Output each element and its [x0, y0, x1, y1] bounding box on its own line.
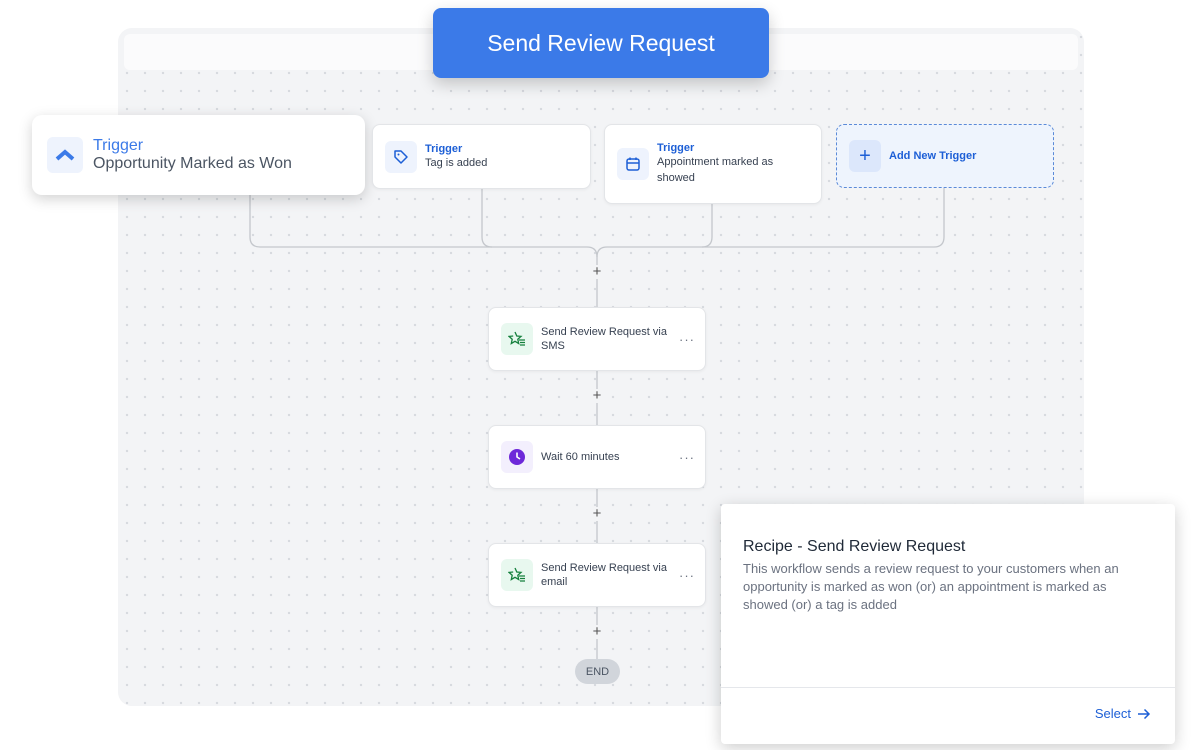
add-step-button[interactable]: + [590, 624, 604, 639]
trigger-label: Trigger [93, 137, 144, 154]
recipe-description: This workflow sends a review request to … [743, 561, 1119, 612]
select-label: Select [1094, 706, 1131, 721]
add-step-button[interactable]: + [590, 264, 604, 279]
trigger-text: Opportunity Marked as Won [93, 155, 292, 172]
add-step-button[interactable]: + [590, 506, 604, 521]
connector-line [481, 189, 493, 248]
more-options-icon[interactable]: ··· [679, 449, 695, 465]
action-text: Send Review Request via SMS [541, 326, 667, 352]
divider [721, 687, 1175, 688]
workflow-title-button[interactable]: Send Review Request [433, 8, 769, 78]
clock-icon [501, 441, 533, 473]
add-new-trigger-button[interactable]: + Add New Trigger [836, 124, 1054, 188]
connector-line [701, 204, 713, 248]
select-button[interactable]: Select [1095, 706, 1151, 721]
calendar-icon [617, 148, 649, 180]
trigger-text: Tag is added [425, 156, 488, 169]
trigger-label: Trigger [425, 142, 463, 155]
end-node: END [575, 659, 620, 684]
recipe-title: Recipe - Send Review Request [743, 538, 966, 555]
trigger-card-opportunity[interactable]: Trigger Opportunity Marked as Won [32, 115, 365, 195]
more-options-icon[interactable]: ··· [679, 567, 695, 583]
chevron-up-icon [47, 137, 83, 173]
plus-icon: + [849, 140, 881, 172]
action-card-wait[interactable]: Wait 60 minutes ··· [488, 425, 706, 489]
arrow-right-icon [1138, 708, 1151, 719]
action-text: Send Review Request via email [541, 562, 667, 588]
connector-line [596, 188, 945, 258]
tag-icon [385, 140, 417, 173]
trigger-label: Trigger [657, 142, 695, 154]
connector-line [249, 195, 598, 258]
add-trigger-label: Add New Trigger [889, 150, 977, 162]
add-step-button[interactable]: + [590, 388, 604, 403]
action-card-sms[interactable]: Send Review Request via SMS ··· [488, 307, 706, 371]
more-options-icon[interactable]: ··· [679, 331, 695, 347]
action-text: Wait 60 minutes [541, 451, 620, 463]
trigger-text: Appointment marked as showed [657, 156, 774, 184]
recipe-panel: Recipe - Send Review Request This workfl… [721, 504, 1175, 744]
action-card-email[interactable]: Send Review Request via email ··· [488, 543, 706, 607]
star-list-icon [501, 323, 533, 355]
star-list-icon [501, 559, 533, 591]
